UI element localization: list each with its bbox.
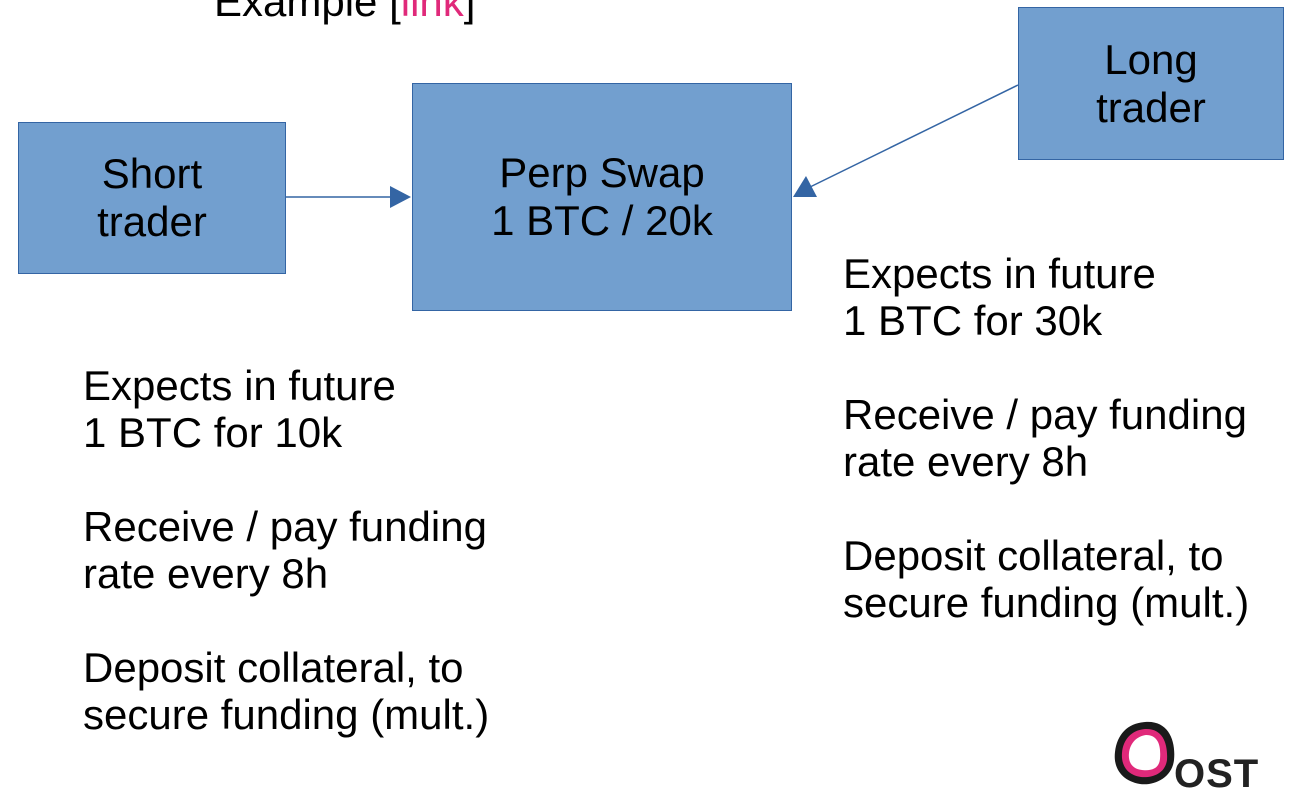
long-trader-box: Long trader <box>1018 7 1284 160</box>
short-funding-line2: rate every 8h <box>83 550 329 597</box>
short-funding: Receive / pay funding rate every 8h <box>83 503 489 597</box>
long-funding: Receive / pay funding rate every 8h <box>843 391 1249 485</box>
short-funding-line1: Receive / pay funding <box>83 503 487 550</box>
short-trader-line1: Short <box>101 150 203 197</box>
long-funding-line2: rate every 8h <box>843 438 1089 485</box>
arrowhead-long-to-perp <box>793 176 817 197</box>
short-deposit-line1: Deposit collateral, to <box>83 644 464 691</box>
long-expect-line1: Expects in future <box>843 250 1156 297</box>
perp-swap-line1: Perp Swap <box>499 149 705 196</box>
long-deposit: Deposit collateral, to secure funding (m… <box>843 532 1249 626</box>
arrowhead-short-to-perp <box>390 186 411 208</box>
short-expectation: Expects in future 1 BTC for 10k <box>83 362 489 456</box>
perp-swap-line2: 1 BTC / 20k <box>491 197 713 244</box>
long-expectation: Expects in future 1 BTC for 30k <box>843 250 1249 344</box>
long-deposit-line2: secure funding (mult.) <box>843 579 1250 626</box>
short-trader-line2: trader <box>97 198 207 245</box>
short-expect-line2: 1 BTC for 10k <box>83 409 343 456</box>
title-suffix: ] <box>463 0 476 25</box>
title-link[interactable]: link <box>400 0 464 25</box>
long-trader-line1: Long <box>1104 35 1198 83</box>
long-funding-line1: Receive / pay funding <box>843 391 1247 438</box>
ost-logo-text: OST <box>1174 752 1260 796</box>
long-expect-line2: 1 BTC for 30k <box>843 297 1103 344</box>
long-deposit-line1: Deposit collateral, to <box>843 532 1224 579</box>
short-deposit-line2: secure funding (mult.) <box>83 691 490 738</box>
short-deposit: Deposit collateral, to secure funding (m… <box>83 644 489 738</box>
slide-title: Example [link] <box>214 0 475 26</box>
long-trader-notes: Expects in future 1 BTC for 30k Receive … <box>843 250 1249 626</box>
short-expect-line1: Expects in future <box>83 362 396 409</box>
short-trader-box: Short trader <box>18 122 286 274</box>
title-prefix: Example [ <box>214 0 401 25</box>
ost-logo-icon <box>1114 721 1175 785</box>
arrow-long-to-perp <box>807 84 1019 189</box>
long-trader-line2: trader <box>1096 83 1206 131</box>
perp-swap-box: Perp Swap 1 BTC / 20k <box>412 83 792 311</box>
short-trader-notes: Expects in future 1 BTC for 10k Receive … <box>83 362 489 738</box>
